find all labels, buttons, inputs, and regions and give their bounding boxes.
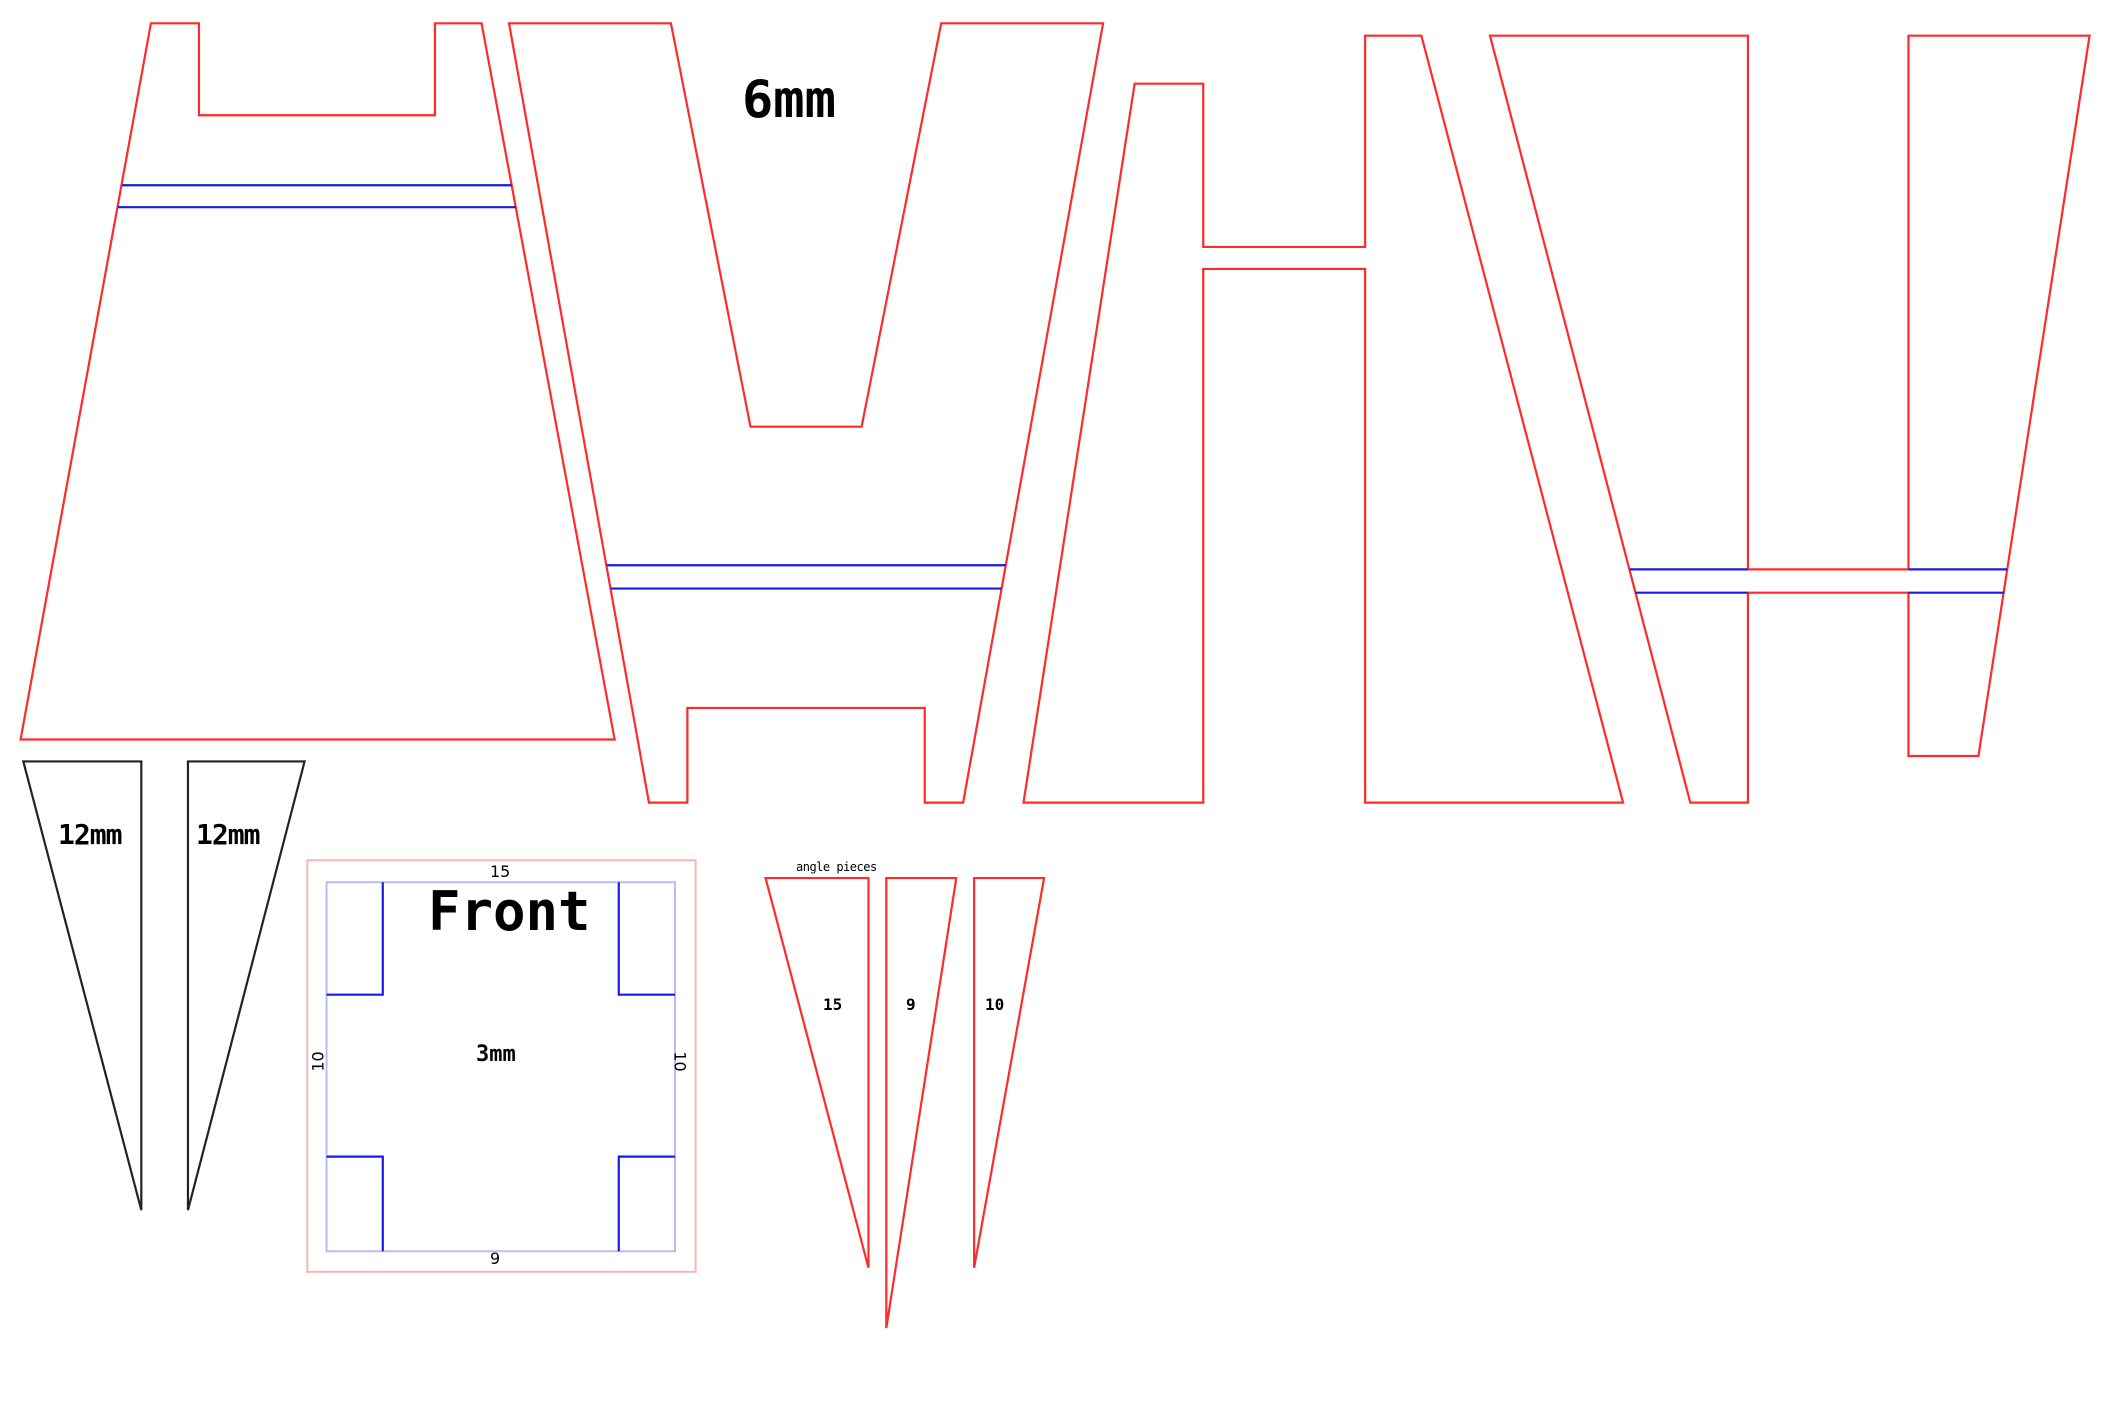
side-panel-h-slot <box>1022 34 1625 804</box>
wedge-12mm-left <box>21 760 143 1211</box>
angle-piece-10-label: 10 <box>985 995 1005 1014</box>
front-title: Front <box>428 880 591 943</box>
label-12mm-left: 12mm <box>58 818 122 851</box>
angle-piece-9 <box>885 876 958 1329</box>
angle-piece-15 <box>764 876 870 1269</box>
front-thickness-label: 3mm <box>476 1042 516 1067</box>
label-6mm: 6mm <box>742 70 836 130</box>
angle-piece-15-label: 15 <box>823 995 843 1014</box>
angle-piece-9-label: 9 <box>906 995 916 1014</box>
front-top-dimension: 15 <box>490 862 511 881</box>
wedge-12mm-right <box>186 760 307 1211</box>
side-panel-v-notch <box>507 22 1105 804</box>
front-panel <box>306 859 697 1273</box>
side-panel-right <box>1488 34 2091 804</box>
label-12mm-right: 12mm <box>196 818 260 851</box>
angle-pieces-title: angle pieces <box>796 860 877 874</box>
angle-piece-10 <box>973 876 1046 1268</box>
side-panel-left <box>19 22 616 741</box>
front-right-dimension: 10 <box>670 1051 690 1072</box>
front-bottom-dimension: 9 <box>490 1249 501 1268</box>
front-left-dimension: 10 <box>308 1051 328 1072</box>
